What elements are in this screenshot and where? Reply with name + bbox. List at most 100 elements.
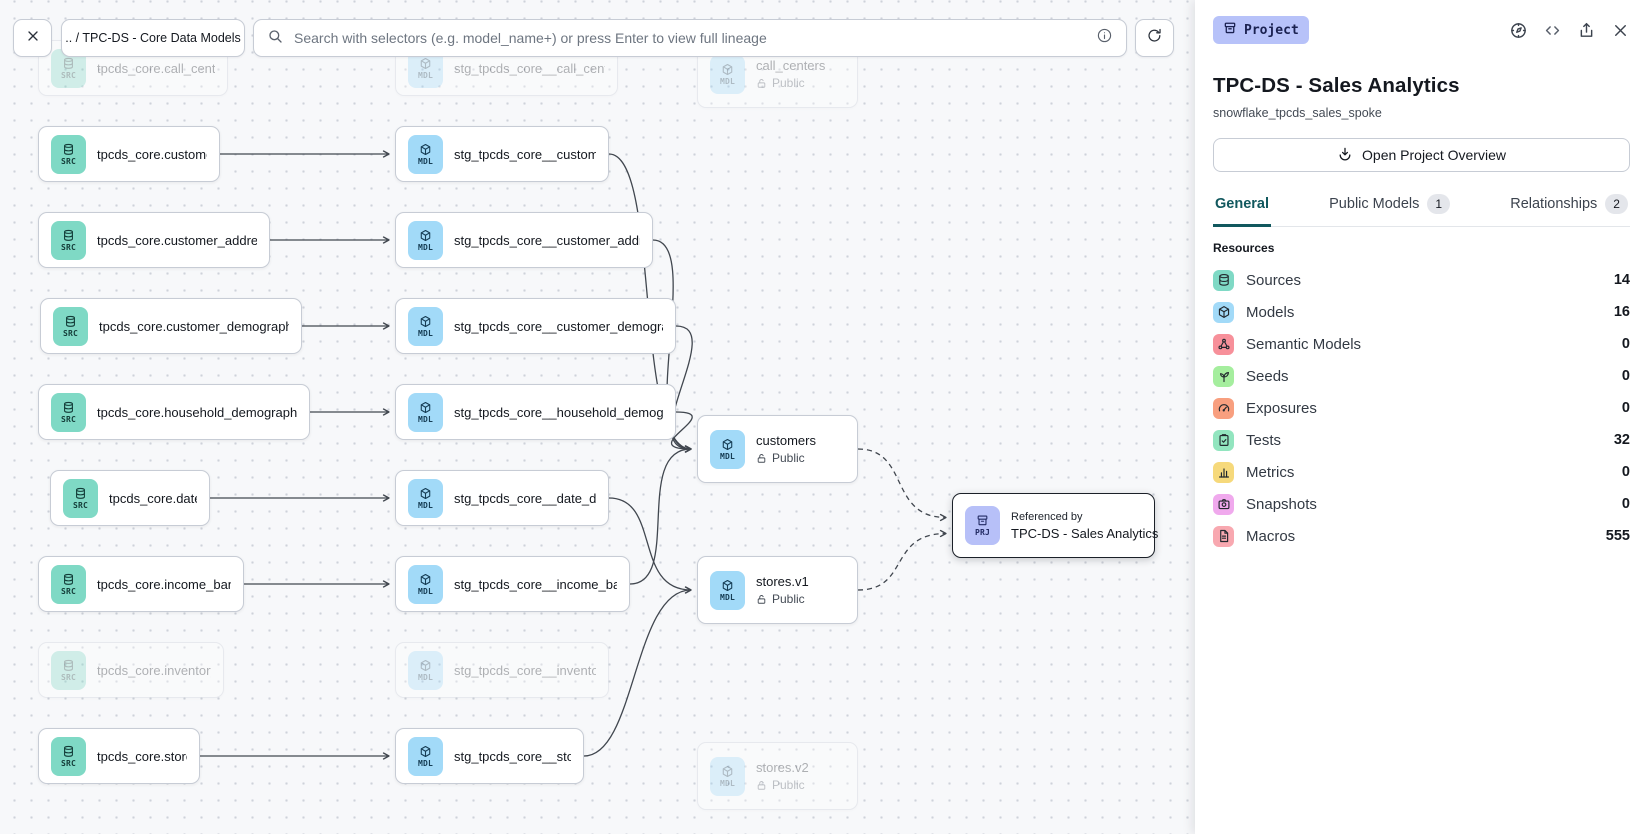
node-label: tpcds_core.customer_demographics: [99, 318, 289, 334]
edge-stg_income_band-to-pub_customers: [629, 445, 692, 585]
tab-general[interactable]: General: [1213, 194, 1271, 227]
lineage-edges: [200, 150, 947, 760]
resource-count: 32: [1613, 432, 1630, 448]
compass-icon[interactable]: [1509, 21, 1528, 40]
file-icon: [1213, 525, 1234, 547]
node-label: tpcds_core.customer: [97, 146, 207, 162]
archive-icon: PRJ: [965, 506, 1000, 545]
code-icon[interactable]: [1543, 21, 1562, 40]
lock-open-icon: [756, 594, 767, 605]
node-label: stg_tpcds_core__store: [454, 748, 571, 764]
cube-icon: MDL: [408, 134, 443, 174]
node-label: stg_tpcds_core__inventory: [454, 662, 596, 678]
node-label: tpcds_core.store: [97, 748, 187, 764]
node-label: customers: [756, 433, 816, 448]
cube-icon: MDL: [710, 570, 745, 610]
cube-icon: MDL: [408, 306, 443, 346]
resource-count: 555: [1605, 528, 1630, 544]
lock-open-icon: [756, 780, 767, 791]
resource-label: Macros: [1246, 527, 1296, 545]
tab-label: General: [1215, 196, 1269, 212]
database-icon: SRC: [51, 564, 86, 604]
bar-chart-icon: [1213, 461, 1234, 483]
node-stg_customer[interactable]: MDL stg_tpcds_core__customer: [395, 126, 609, 182]
cube-icon: MDL: [710, 756, 745, 796]
resource-row-macros: Macros 555: [1213, 520, 1630, 552]
node-src_income_band[interactable]: SRC tpcds_core.income_band: [38, 556, 244, 612]
visibility-label: Public: [772, 451, 805, 465]
resource-label: Exposures: [1246, 399, 1317, 417]
resource-label: Metrics: [1246, 463, 1295, 481]
clipboard-check-icon: [1213, 429, 1234, 451]
node-label: stg_tpcds_core__customer: [454, 146, 596, 162]
search-input[interactable]: [292, 29, 1087, 47]
node-label: stores.v1: [756, 574, 809, 589]
panel-title: TPC-DS - Sales Analytics: [1213, 74, 1460, 97]
camera-icon: [1213, 493, 1234, 515]
refresh-icon: [1146, 27, 1163, 49]
node-label: tpcds_core.household_demographics: [97, 404, 297, 420]
node-stg_inventory[interactable]: MDL stg_tpcds_core__inventory: [395, 642, 609, 698]
node-src_customer[interactable]: SRC tpcds_core.customer: [38, 126, 220, 182]
cube-icon: MDL: [710, 54, 745, 94]
info-icon[interactable]: [1096, 27, 1113, 49]
edge-stg_household_demographics-to-pub_customers: [670, 411, 693, 453]
panel-header-icons: [1509, 21, 1630, 40]
resource-count: 0: [1621, 368, 1630, 384]
resource-label: Snapshots: [1246, 495, 1317, 513]
node-prj_sales[interactable]: PRJ Referenced by TPC-DS - Sales Analytics: [952, 493, 1159, 558]
database-icon: SRC: [51, 134, 86, 174]
resource-count: 0: [1621, 464, 1630, 480]
search-bar[interactable]: [253, 19, 1127, 57]
cube-icon: MDL: [408, 736, 443, 776]
resource-count: 16: [1613, 304, 1630, 320]
open-overview-icon: [1337, 146, 1353, 165]
archive-icon: [1223, 21, 1237, 39]
node-label: tpcds_core.inventory: [97, 662, 211, 678]
database-icon: [1213, 269, 1234, 291]
project-details-panel: Project TPC-DS - Sales Analytics snowfla…: [1195, 0, 1648, 834]
database-icon: SRC: [51, 220, 86, 260]
lock-open-icon: [756, 78, 767, 89]
seed-icon: [1213, 365, 1234, 387]
breadcrumb[interactable]: .. / TPC-DS - Core Data Models: [61, 19, 245, 57]
share-icon[interactable]: [1577, 21, 1596, 40]
node-label: call_centers: [756, 58, 826, 73]
open-project-overview-button[interactable]: Open Project Overview: [1213, 138, 1630, 172]
refresh-button[interactable]: [1135, 19, 1174, 57]
node-label: tpcds_core.income_band: [97, 576, 231, 592]
lock-open-icon: [756, 453, 767, 464]
cube-icon: MDL: [408, 392, 443, 432]
node-label: TPC-DS - Sales Analytics: [1011, 525, 1159, 541]
node-label: stg_tpcds_core__household_demogr…: [454, 404, 663, 420]
node-stg_household_demographics[interactable]: MDL stg_tpcds_core__household_demogr…: [395, 384, 676, 440]
canvas-toolbar: .. / TPC-DS - Core Data Models: [0, 0, 1195, 76]
close-lineage-button[interactable]: [13, 19, 52, 57]
node-stg_store[interactable]: MDL stg_tpcds_core__store: [395, 728, 584, 784]
cube-icon: MDL: [408, 650, 443, 690]
resource-row-metrics: Metrics 0: [1213, 456, 1630, 488]
referenced-by-label: Referenced by: [1011, 510, 1083, 523]
close-icon[interactable]: [1611, 21, 1630, 40]
